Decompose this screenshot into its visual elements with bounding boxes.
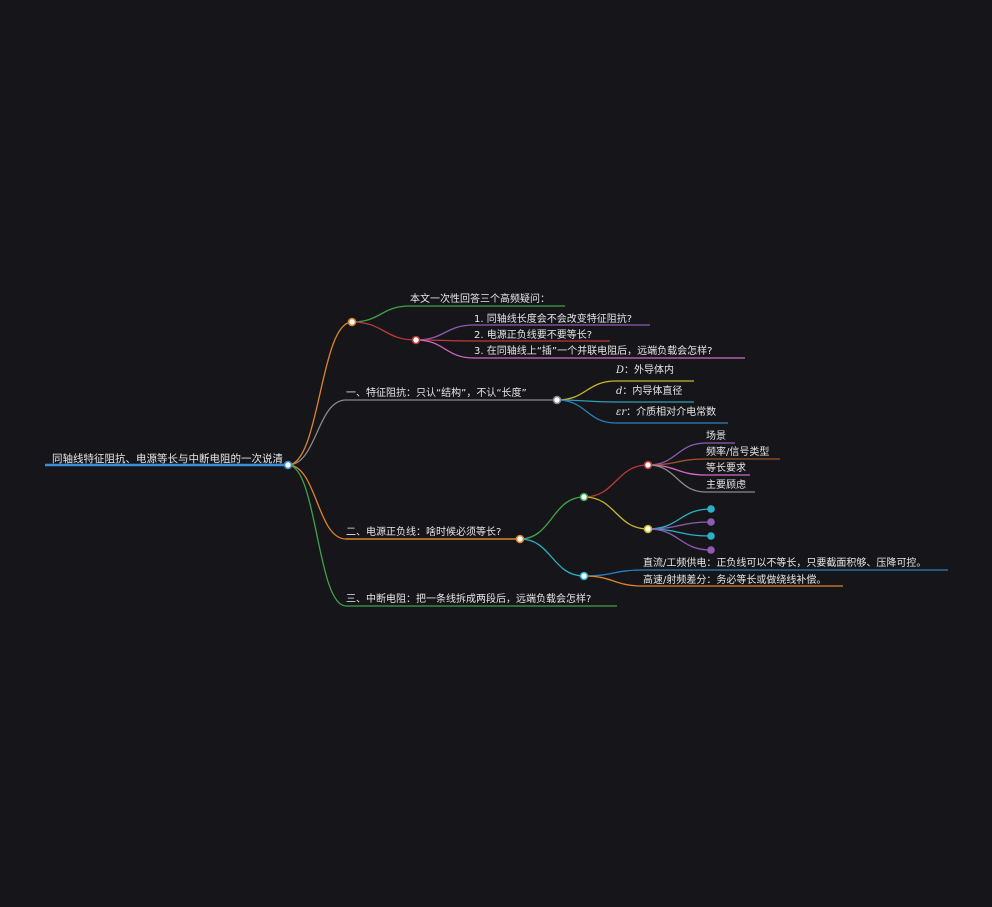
table-row-marker-2 (707, 518, 715, 526)
link-table-rows (583, 496, 649, 530)
root-node-dot (283, 460, 293, 470)
table-header-length-requirement[interactable]: 等长要求 (706, 463, 746, 474)
link-table-row-4 (647, 528, 712, 551)
param-symbol-d: d (616, 386, 623, 397)
link-table-header-4 (647, 464, 707, 493)
link-section2-table (519, 496, 585, 540)
section3-title[interactable]: 三、中断电阻：把一条线拆成两段后，远端负载会怎样? (346, 594, 592, 605)
link-root-section3 (287, 464, 347, 607)
table-row-marker-3 (707, 532, 715, 540)
table-header-frequency[interactable]: 频率/信号类型 (706, 447, 770, 458)
link-param-1 (556, 380, 617, 401)
link-intro-heading (351, 305, 411, 323)
question-3[interactable]: 3. 在同轴线上“插”一个并联电阻后，远端负载会怎样? (474, 346, 713, 357)
conclusions-node-dot (579, 571, 589, 581)
param-symbol-epsilon: εr (616, 407, 627, 418)
conclusion-rf[interactable]: 高速/射频差分：务必等长或做绕线补偿。 (643, 575, 827, 586)
param-inner-diameter[interactable]: d：内导体直径 (616, 386, 683, 397)
param-outer-diameter[interactable]: D：外导体内 (616, 365, 675, 376)
table-header-main-concern[interactable]: 主要顾虑 (706, 480, 746, 491)
table-row-marker-1 (707, 505, 715, 513)
link-root-intro (287, 321, 353, 466)
question-2[interactable]: 2. 电源正负线要不要等长? (474, 330, 593, 341)
intro-node-dot (347, 317, 357, 327)
link-conclusion-1 (583, 569, 644, 577)
link-question-3 (415, 339, 475, 359)
table-rows-node-dot (643, 524, 653, 534)
question-1[interactable]: 1. 同轴线长度会不会改变特征阻抗? (474, 314, 633, 325)
link-table-headers (583, 464, 649, 498)
section1-title[interactable]: 一、特征阻抗：只认“结构”，不认“长度” (346, 388, 527, 399)
param-symbol-D: D (616, 365, 625, 376)
link-conclusion-2 (583, 575, 644, 587)
table-row-marker-4 (707, 546, 715, 554)
root-node-label[interactable]: 同轴线特征阻抗、电源等长与中断电阻的一次说清 (52, 453, 283, 465)
param-permittivity[interactable]: εr：介质相对介电常数 (616, 407, 717, 418)
table-headers-node-dot (643, 460, 653, 470)
table-header-scene[interactable]: 场景 (706, 431, 726, 442)
intro-heading[interactable]: 本文一次性回答三个高频疑问： (410, 294, 550, 305)
link-section2-conclusions (519, 538, 585, 577)
link-root-section2 (287, 464, 347, 540)
link-table-header-2 (647, 458, 707, 466)
conclusion-dc[interactable]: 直流/工频供电：正负线可以不等长，只要截面积够、压降可控。 (643, 558, 927, 569)
link-intro-questions (351, 321, 417, 341)
link-root-section1 (287, 399, 347, 466)
section2-node-dot (515, 534, 525, 544)
table-node-dot (579, 492, 589, 502)
questions-node-dot (411, 335, 421, 345)
section2-title[interactable]: 二、电源正负线：啥时候必须等长? (346, 527, 502, 538)
link-param-3 (556, 399, 617, 424)
link-question-1 (415, 324, 475, 341)
section1-node-dot (552, 395, 562, 405)
